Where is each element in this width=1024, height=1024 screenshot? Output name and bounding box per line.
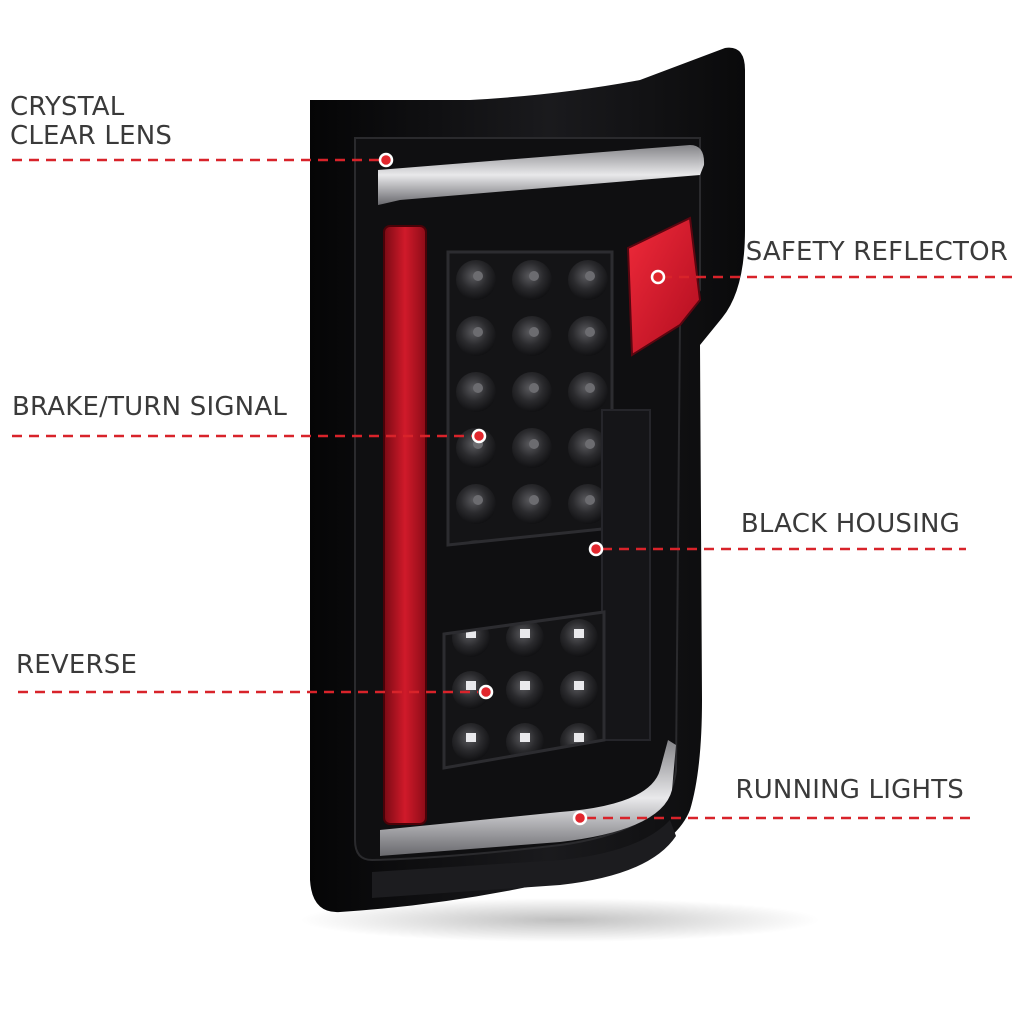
label-brake-turn-signal: BRAKE/TURN SIGNAL bbox=[12, 392, 288, 422]
label-lens-line2: CLEAR LENS bbox=[10, 121, 173, 151]
running-light-tube-bottom bbox=[380, 740, 676, 856]
label-black-housing: BLACK HOUSING bbox=[740, 509, 960, 539]
callout-dot-housing bbox=[588, 541, 604, 557]
callout-dot-lens bbox=[378, 152, 394, 168]
label-reverse: REVERSE bbox=[16, 650, 138, 680]
safety-reflector-shape bbox=[626, 216, 702, 357]
housing-panel bbox=[601, 409, 651, 741]
callout-dot-reflector bbox=[650, 269, 666, 285]
callout-dot-running bbox=[572, 810, 588, 826]
red-side-strip bbox=[383, 225, 427, 825]
reverse-led-cluster bbox=[442, 610, 606, 770]
housing-bottom-lip bbox=[372, 820, 676, 898]
running-light-tube-top bbox=[378, 145, 705, 205]
floor-shadow bbox=[300, 898, 820, 942]
label-lens: CRYSTAL CLEAR LENS bbox=[10, 93, 172, 151]
callout-dot-brake bbox=[471, 428, 487, 444]
callout-dot-reverse bbox=[478, 684, 494, 700]
callout-lines bbox=[12, 158, 1012, 820]
label-safety-reflector: SAFETY REFLECTOR bbox=[745, 237, 1008, 267]
callout-dots bbox=[378, 152, 666, 826]
label-running-lights: RUNNING LIGHTS bbox=[735, 775, 964, 805]
brake-led-cluster bbox=[446, 250, 614, 547]
label-lens-line1: CRYSTAL bbox=[10, 92, 125, 122]
